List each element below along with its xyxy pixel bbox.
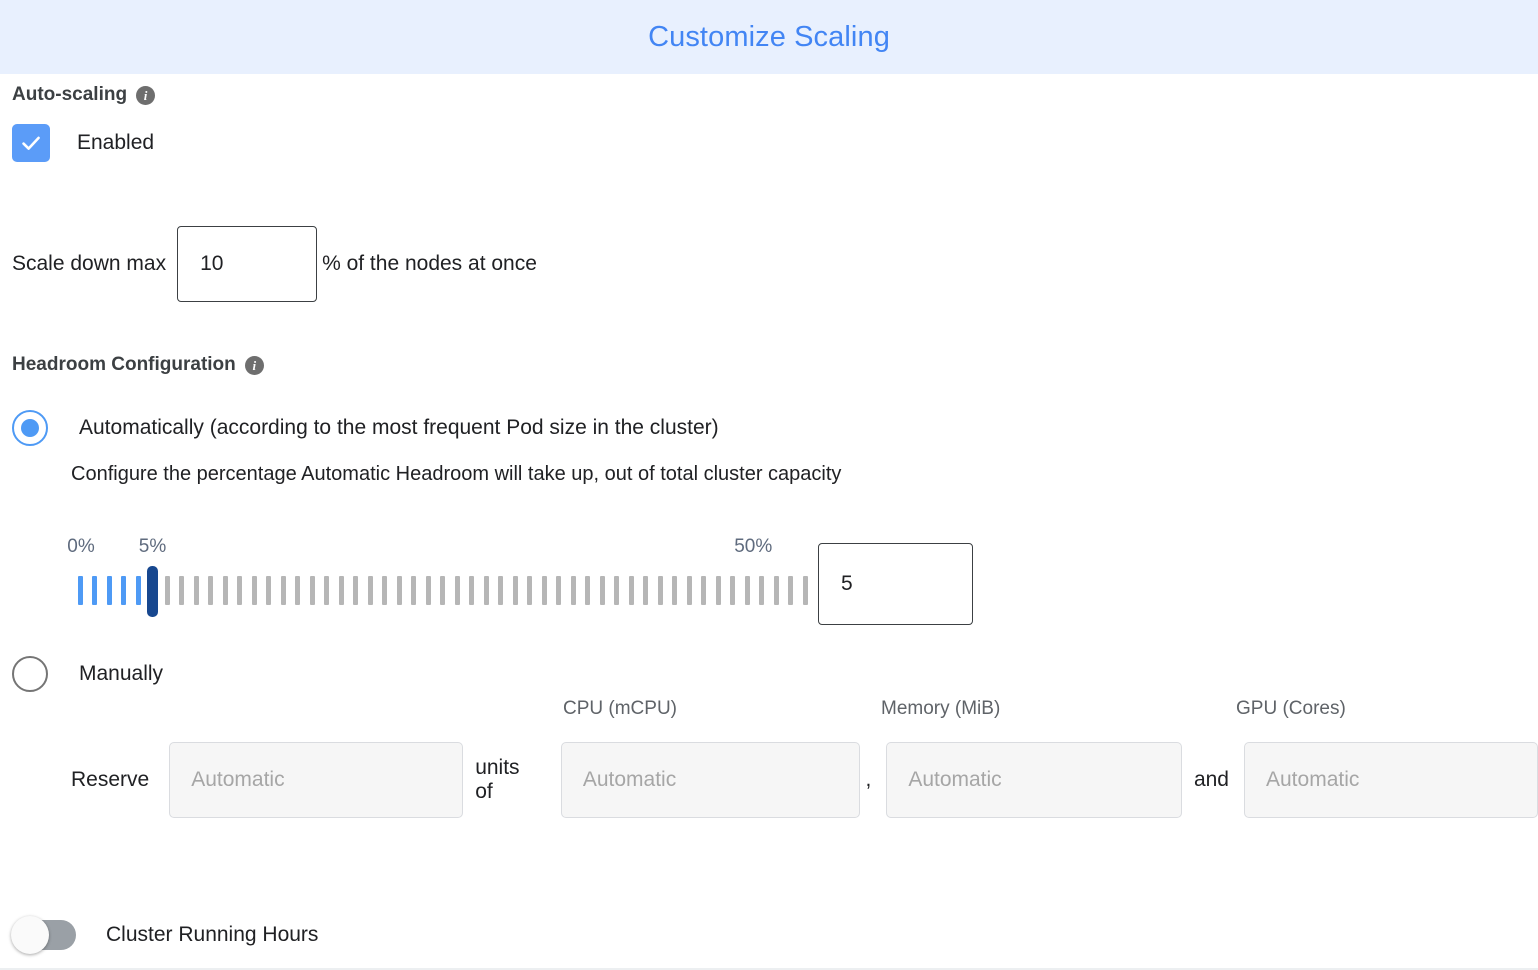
headroom-automatic-description: Configure the percentage Automatic Headr…: [71, 463, 842, 485]
slider-tick: [730, 576, 736, 605]
auto-scaling-enabled-label: Enabled: [77, 131, 155, 154]
cluster-running-hours-label: Cluster Running Hours: [106, 923, 319, 946]
units-of-label: units of: [475, 756, 520, 803]
headroom-section-label: Headroom Configuration i: [12, 354, 264, 376]
bottom-divider: [0, 968, 1538, 970]
slider-tick: [440, 576, 446, 605]
slider-tick: [788, 576, 794, 605]
slider-tick-labels: 0% 5% 50%: [67, 536, 808, 564]
reserve-label: Reserve: [71, 768, 150, 791]
slider-min-label: 0%: [67, 536, 95, 557]
toggle-knob: [11, 916, 49, 954]
slider-tick: [237, 576, 243, 605]
slider-tick: [657, 576, 663, 605]
slider-tick: [382, 576, 388, 605]
slider-tick: [483, 576, 489, 605]
slider-tick: [208, 576, 214, 605]
cluster-running-hours-row[interactable]: Cluster Running Hours: [11, 916, 319, 954]
slider-tick: [541, 576, 547, 605]
slider-tick: [78, 576, 83, 605]
headroom-radio-automatic[interactable]: [12, 410, 48, 446]
slider-tick: [773, 576, 779, 605]
slider-tick: [367, 576, 373, 605]
headroom-radio-manual[interactable]: [12, 656, 48, 692]
scale-down-max-row: Scale down max % of the nodes at once: [12, 226, 537, 302]
slider-tick: [222, 576, 228, 605]
headroom-radio-automatic-label: Automatically (according to the most fre…: [79, 416, 719, 439]
slider-tick: [454, 576, 460, 605]
slider-tick: [309, 576, 315, 605]
slider-track[interactable]: [78, 566, 808, 617]
slider-tick: [672, 576, 678, 605]
slider-tick: [802, 576, 808, 605]
headroom-slider[interactable]: 0% 5% 50%: [67, 536, 808, 617]
check-icon: [22, 136, 40, 150]
slider-tick: [280, 576, 286, 605]
reserve-units-input[interactable]: [169, 742, 464, 818]
slider-tick: [701, 576, 707, 605]
slider-tick: [121, 576, 127, 605]
page-title: Customize Scaling: [648, 20, 890, 53]
column-header-cpu: CPU (mCPU): [563, 698, 677, 719]
reserve-memory-input[interactable]: [886, 742, 1182, 818]
slider-tick: [92, 576, 98, 605]
slider-thumb[interactable]: [147, 566, 159, 617]
slider-tick: [266, 576, 272, 605]
auto-scaling-enabled-checkbox[interactable]: [12, 124, 50, 162]
slider-tick: [396, 576, 402, 605]
slider-tick: [585, 576, 591, 605]
slider-tick: [135, 576, 141, 605]
auto-scaling-enabled-row[interactable]: Enabled: [12, 124, 154, 162]
slider-tick: [599, 576, 605, 605]
column-header-gpu: GPU (Cores): [1236, 698, 1346, 719]
slider-tick: [338, 576, 344, 605]
slider-tick: [570, 576, 576, 605]
scale-down-max-input[interactable]: [177, 226, 318, 302]
dialog-header: Customize Scaling: [0, 0, 1538, 74]
slider-tick: [759, 576, 765, 605]
slider-tick: [498, 576, 504, 605]
headroom-option-automatic-row[interactable]: Automatically (according to the most fre…: [12, 410, 719, 446]
slider-tick: [628, 576, 634, 605]
column-header-memory: Memory (MiB): [881, 698, 1001, 719]
comma-separator: ,: [865, 768, 872, 791]
and-label: and: [1193, 768, 1229, 791]
auto-scaling-section-label: Auto-scaling i: [12, 84, 156, 106]
slider-tick: [614, 576, 620, 605]
slider-tick: [411, 576, 417, 605]
slider-tick: [251, 576, 257, 605]
slider-tick: [193, 576, 199, 605]
slider-tick: [164, 576, 170, 605]
scale-down-max-label: Scale down max: [12, 252, 167, 275]
slider-tick: [179, 576, 185, 605]
slider-tick: [643, 576, 649, 605]
slider-tick: [295, 576, 301, 605]
reserve-fields-row: Reserve units of , and: [0, 742, 1538, 818]
slider-tick: [512, 576, 518, 605]
scale-down-max-suffix: % of the nodes at once: [322, 252, 537, 275]
slider-tick: [715, 576, 721, 605]
reserve-column-headers: CPU (mCPU) Memory (MiB) GPU (Cores): [0, 698, 1538, 724]
slider-tick: [353, 576, 359, 605]
slider-tick: [425, 576, 431, 605]
reserve-gpu-input[interactable]: [1244, 742, 1538, 818]
slider-tick: [556, 576, 562, 605]
slider-tick: [106, 576, 112, 605]
headroom-radio-manual-label: Manually: [79, 662, 164, 685]
reserve-cpu-input[interactable]: [560, 742, 861, 818]
slider-tick: [324, 576, 330, 605]
headroom-option-manual-row[interactable]: Manually: [12, 656, 163, 692]
slider-current-label: 5%: [138, 536, 167, 557]
slider-tick: [744, 576, 750, 605]
cluster-running-hours-toggle[interactable]: [11, 916, 76, 954]
headroom-label-text: Headroom Configuration: [12, 354, 236, 375]
slider-max-label: 50%: [734, 536, 773, 557]
headroom-percentage-input[interactable]: [818, 543, 973, 625]
auto-scaling-label-text: Auto-scaling: [12, 84, 128, 105]
slider-tick: [527, 576, 533, 605]
slider-tick: [469, 576, 475, 605]
slider-tick: [686, 576, 692, 605]
info-icon[interactable]: i: [136, 85, 156, 105]
info-icon[interactable]: i: [244, 355, 264, 375]
